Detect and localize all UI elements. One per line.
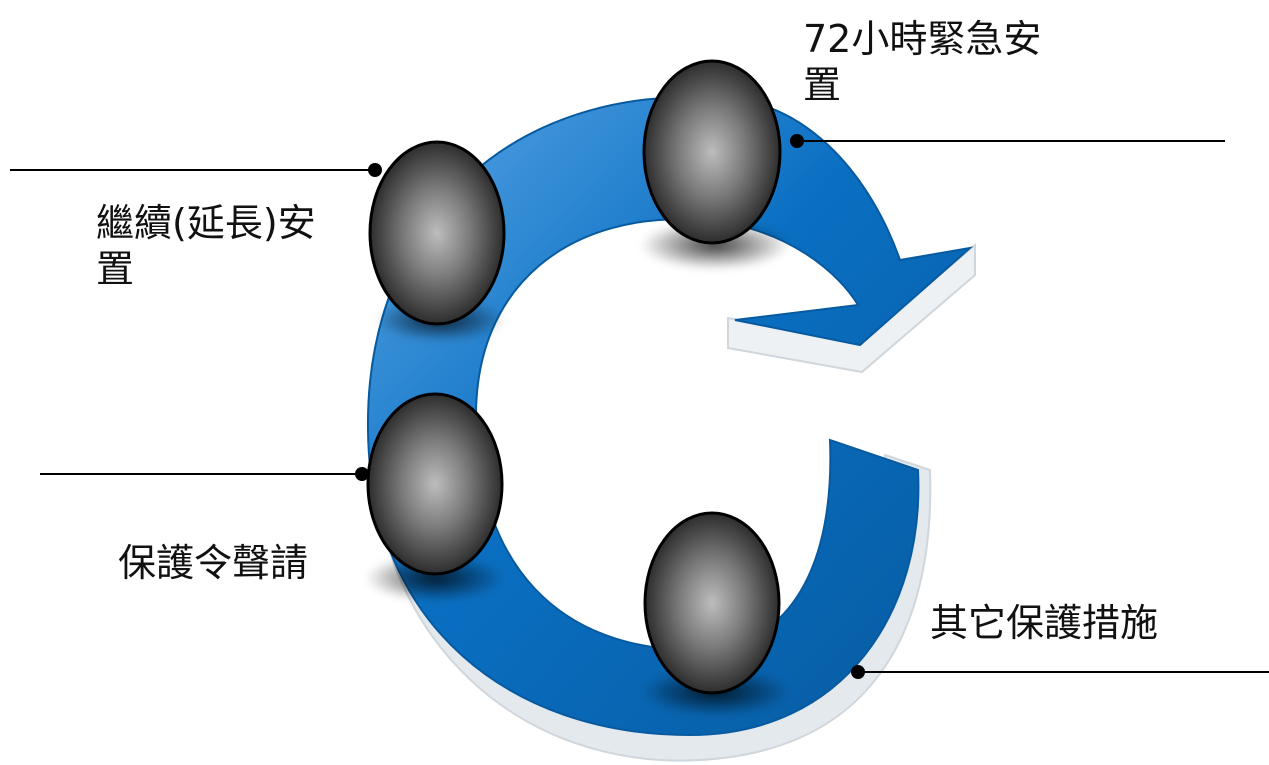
leader-dot-other [851, 665, 865, 679]
node-72h [642, 59, 782, 245]
leader-dot-extended [368, 163, 382, 177]
node-protection-order [366, 392, 504, 576]
step-label-extended: 繼續(延長)安 置 [96, 201, 316, 291]
cycle-nodes [366, 59, 782, 695]
step-label-other: 其它保護措施 [930, 601, 1159, 645]
node-extended [368, 140, 506, 326]
step-label-72h: 72小時緊急安 置 [803, 17, 1042, 107]
step-label-protection-order: 保護令聲請 [118, 541, 309, 585]
leader-dot-72h [790, 134, 804, 148]
leader-lines [10, 134, 1269, 679]
node-other [643, 511, 781, 695]
leader-dot-protection-order [355, 467, 369, 481]
